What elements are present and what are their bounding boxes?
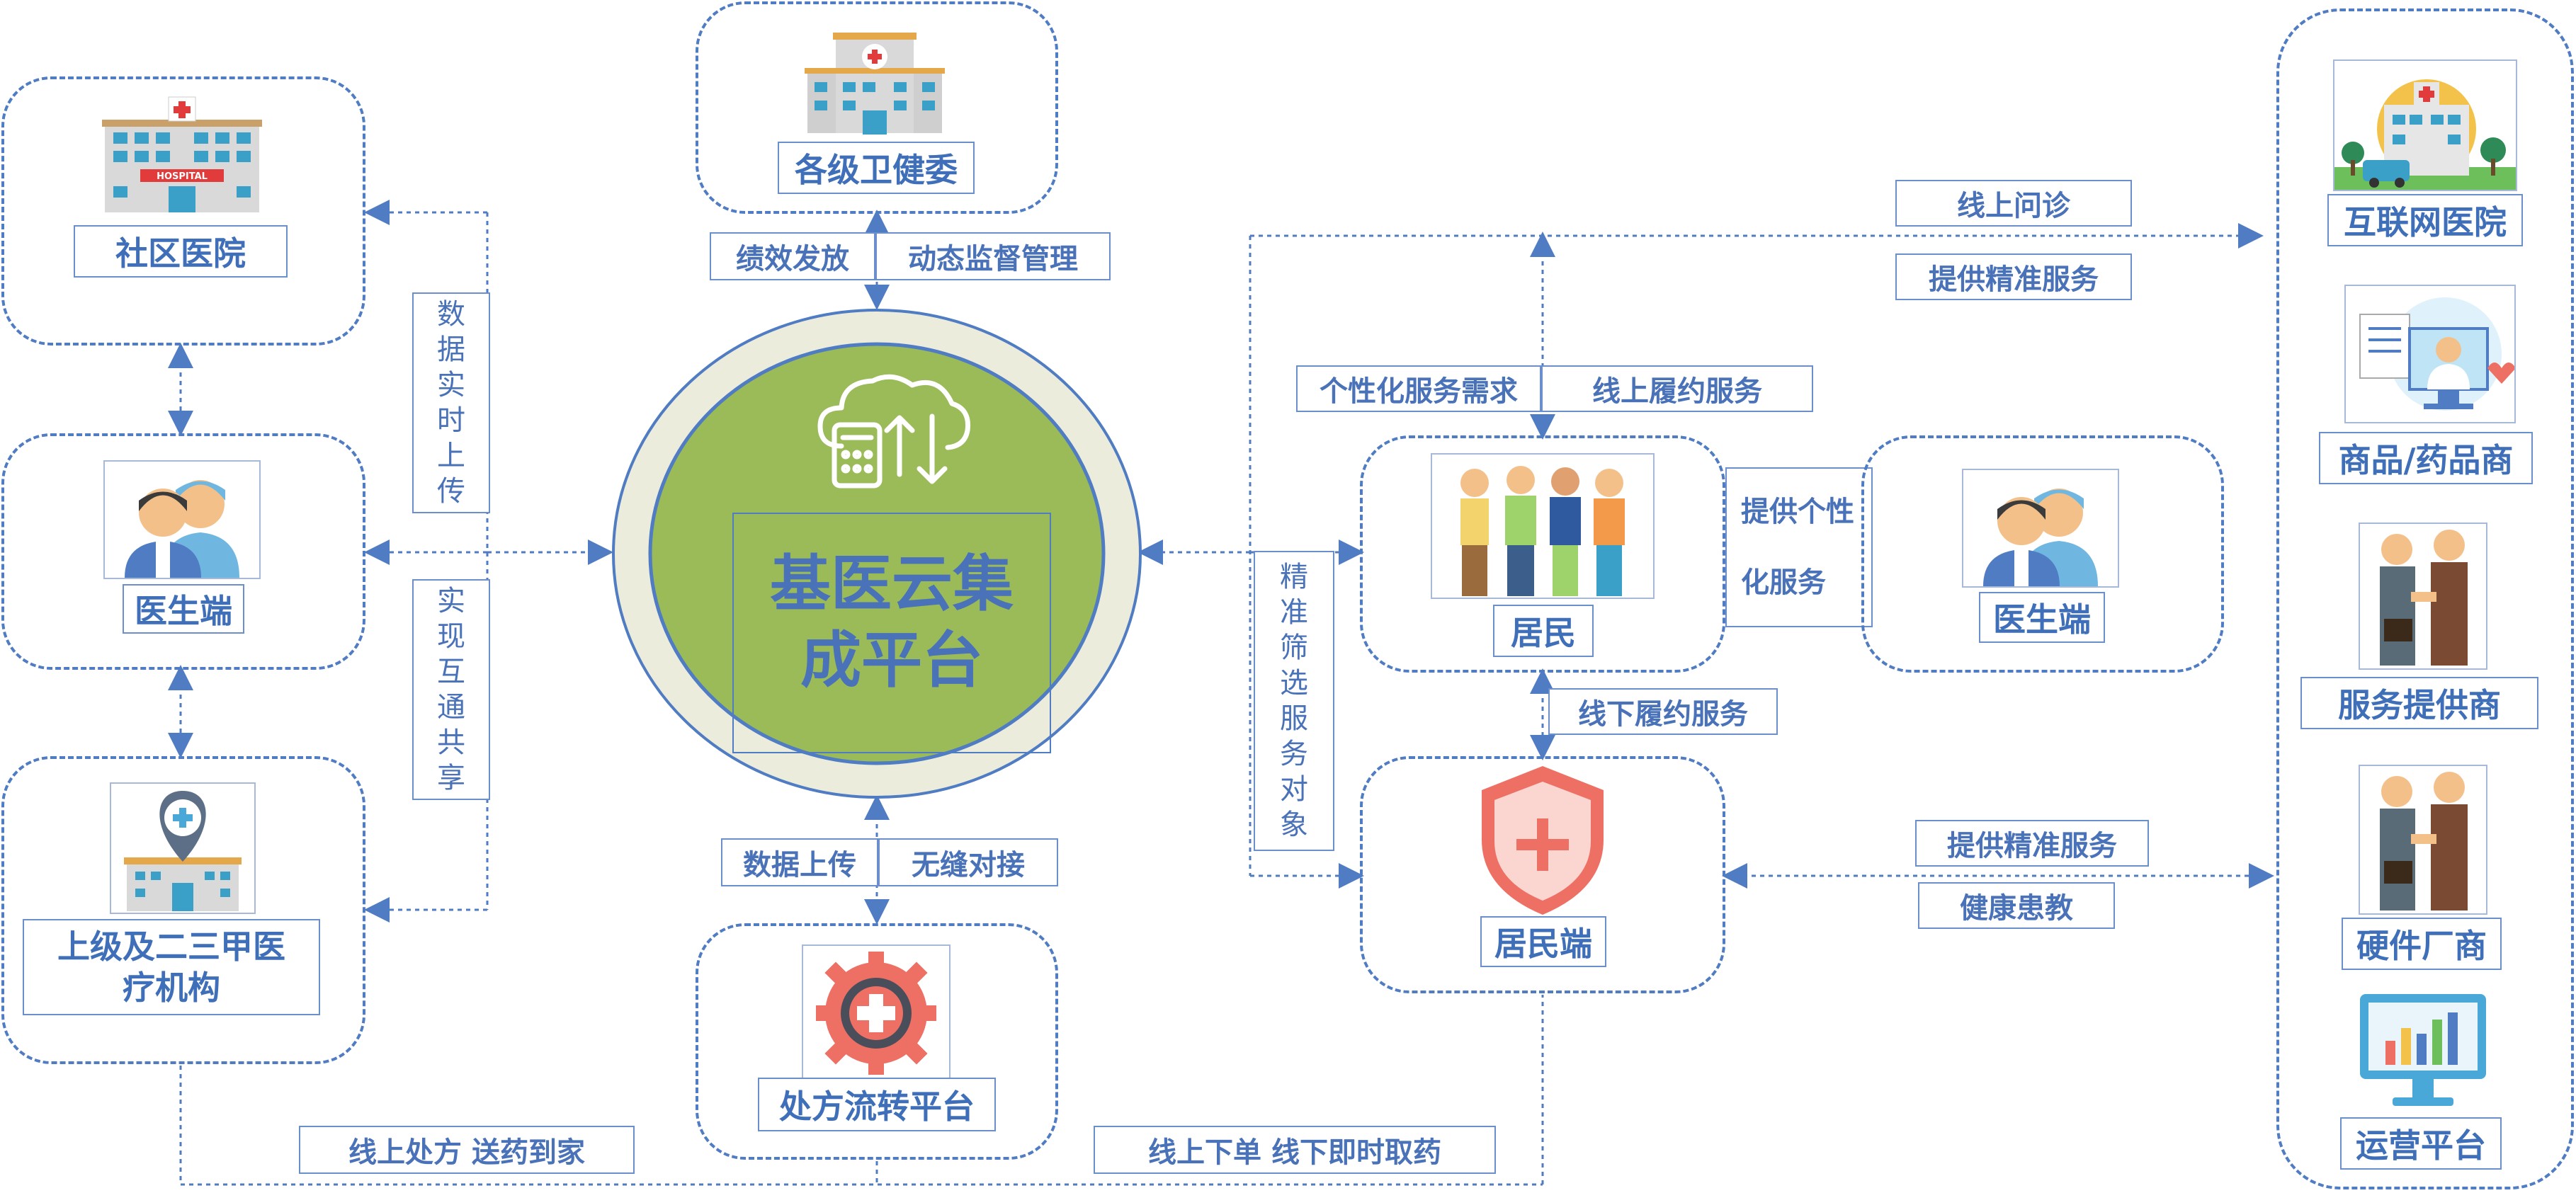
doctor-side-group-left — [1, 433, 365, 670]
community-hospital-group — [1, 76, 365, 346]
doctors-icon-left — [103, 460, 261, 579]
char: 上 — [437, 440, 465, 472]
doctor-side-group-right — [1861, 435, 2224, 673]
char: 精 — [1280, 561, 1308, 593]
online-rx-delivery-label: 线上处方 送药到家 — [299, 1126, 635, 1174]
online-fulfill-label: 线上履约服务 — [1541, 365, 1813, 412]
char: 现 — [437, 620, 465, 653]
char: 象 — [1280, 809, 1308, 841]
char: 时 — [437, 404, 465, 437]
internet-hospital-icon — [2333, 59, 2517, 191]
char: 享 — [437, 762, 465, 794]
resident-side-group — [1360, 756, 1725, 993]
char: 传 — [437, 475, 465, 508]
internet-hospital-label: 互联网医院 — [2327, 194, 2523, 246]
shield-icon — [1477, 762, 1608, 918]
char: 互 — [437, 656, 465, 688]
resident-side-label: 居民端 — [1480, 916, 1606, 967]
char: 服 — [1280, 702, 1308, 735]
gear-medical-icon — [802, 944, 951, 1082]
char: 选 — [1280, 667, 1308, 700]
online-order-pickup-label: 线上下单 线下即时取药 — [1094, 1126, 1496, 1174]
drug-vendor-label: 商品/药品商 — [2319, 432, 2533, 484]
char: 数 — [437, 298, 465, 331]
doctor-side-label-left: 医生端 — [123, 584, 244, 634]
precise-service-bottom-label: 提供精准服务 — [1915, 820, 2149, 867]
center-title: 基医云集成平台 — [770, 549, 1014, 696]
interop-share-box: 实 现 互 通 共 享 — [412, 579, 490, 800]
char: 实 — [437, 369, 465, 401]
hospital-building-icon: HOSPITAL — [98, 96, 266, 215]
realtime-upload-box: 数 据 实 时 上 传 — [412, 292, 490, 513]
online-doctor-icon — [2344, 285, 2516, 423]
hospital-sign: HOSPITAL — [157, 171, 208, 182]
health-commission-label: 各级卫健委 — [778, 142, 975, 194]
dashboard-monitor-icon — [2357, 991, 2489, 1112]
handshake-icon-2 — [2359, 765, 2487, 915]
center-title-box: 基医云集成平台 — [732, 513, 1051, 753]
map-pin-hospital-icon — [110, 782, 256, 914]
char: 据 — [437, 333, 465, 366]
personal-need-label: 个性化服务需求 — [1296, 365, 1541, 412]
prescription-group — [696, 923, 1058, 1160]
ops-platform-label: 运营平台 — [2340, 1117, 2502, 1170]
center-platform — [611, 307, 1143, 800]
upper-institution-label: 上级及二三甲医疗机构 — [23, 919, 320, 1015]
personal-service-label: 提供个性 化服务 — [1725, 467, 1873, 627]
upper-institution-group — [1, 756, 365, 1064]
dynamic-supervise-label: 动态监督管理 — [875, 232, 1111, 280]
personal-service-line2: 化服务 — [1741, 566, 1826, 599]
doctors-icon-right — [1962, 469, 2119, 588]
service-provider-label: 服务提供商 — [2300, 677, 2538, 729]
community-hospital-label: 社区医院 — [74, 225, 288, 278]
handshake-icon-1 — [2359, 523, 2487, 670]
cloud-calculator-icon — [813, 368, 973, 489]
residents-icon — [1431, 453, 1655, 599]
offline-fulfill-label: 线下履约服务 — [1548, 688, 1778, 735]
resident-group — [1360, 435, 1725, 673]
char: 通 — [437, 691, 465, 724]
hardware-vendor-label: 硬件厂商 — [2342, 918, 2502, 970]
personal-service-line1: 提供个性 — [1741, 496, 1854, 528]
resident-label: 居民 — [1493, 605, 1594, 657]
char: 准 — [1280, 596, 1308, 629]
char: 对 — [1280, 773, 1308, 806]
char: 共 — [437, 726, 465, 759]
data-upload-label: 数据上传 — [721, 838, 878, 886]
health-commission-group — [696, 1, 1058, 214]
char: 务 — [1280, 738, 1308, 770]
upper-institution-text: 上级及二三甲医疗机构 — [57, 927, 285, 1007]
seamless-dock-label: 无缝对接 — [878, 838, 1058, 886]
health-edu-label: 健康患教 — [1918, 882, 2115, 929]
commission-building-icon — [800, 23, 949, 135]
perf-pay-label: 绩效发放 — [710, 232, 875, 280]
online-consult-label: 线上问诊 — [1895, 180, 2132, 227]
char: 实 — [437, 585, 465, 617]
prescription-platform-label: 处方流转平台 — [758, 1078, 996, 1131]
precise-service-top-label: 提供精准服务 — [1895, 253, 2132, 300]
doctor-side-label-right: 医生端 — [1979, 592, 2105, 643]
char: 筛 — [1280, 632, 1308, 664]
precise-select-box: 精 准 筛 选 服 务 对 象 — [1254, 551, 1334, 851]
right-partners-group — [2276, 8, 2574, 1189]
